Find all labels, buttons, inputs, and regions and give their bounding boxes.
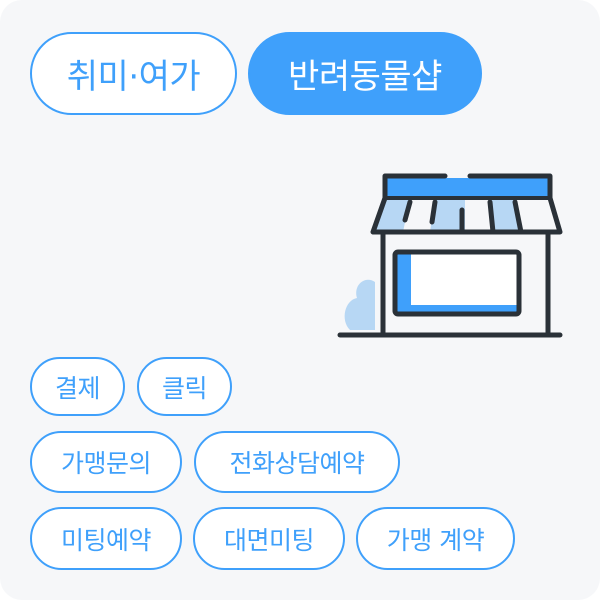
category-label: 취미·여가: [66, 57, 201, 97]
tag-label: 결제: [54, 373, 101, 403]
category-label: 반려동물샵: [288, 57, 442, 97]
tag-meeting-reservation[interactable]: 미팅예약: [30, 507, 182, 570]
tag-label: 전화상담예약: [229, 449, 365, 478]
tag-label: 대면미팅: [223, 525, 315, 555]
category-pet-shop[interactable]: 반려동물샵: [248, 32, 482, 115]
tag-phone-consultation[interactable]: 전화상담예약: [194, 431, 400, 493]
tag-franchise-contract[interactable]: 가맹 계약: [356, 507, 515, 570]
tag-label: 클릭: [161, 373, 208, 403]
tag-franchise-inquiry[interactable]: 가맹문의: [30, 431, 182, 493]
tag-label: 미팅예약: [60, 525, 152, 555]
tag-label: 가맹 계약: [386, 525, 485, 555]
tag-face-to-face-meeting[interactable]: 대면미팅: [193, 507, 345, 570]
tag-click[interactable]: 클릭: [137, 357, 232, 416]
tag-label: 가맹문의: [60, 449, 152, 478]
tag-payment[interactable]: 결제: [30, 357, 125, 416]
storefront-icon: [337, 173, 563, 338]
category-hobby-leisure[interactable]: 취미·여가: [30, 32, 237, 115]
